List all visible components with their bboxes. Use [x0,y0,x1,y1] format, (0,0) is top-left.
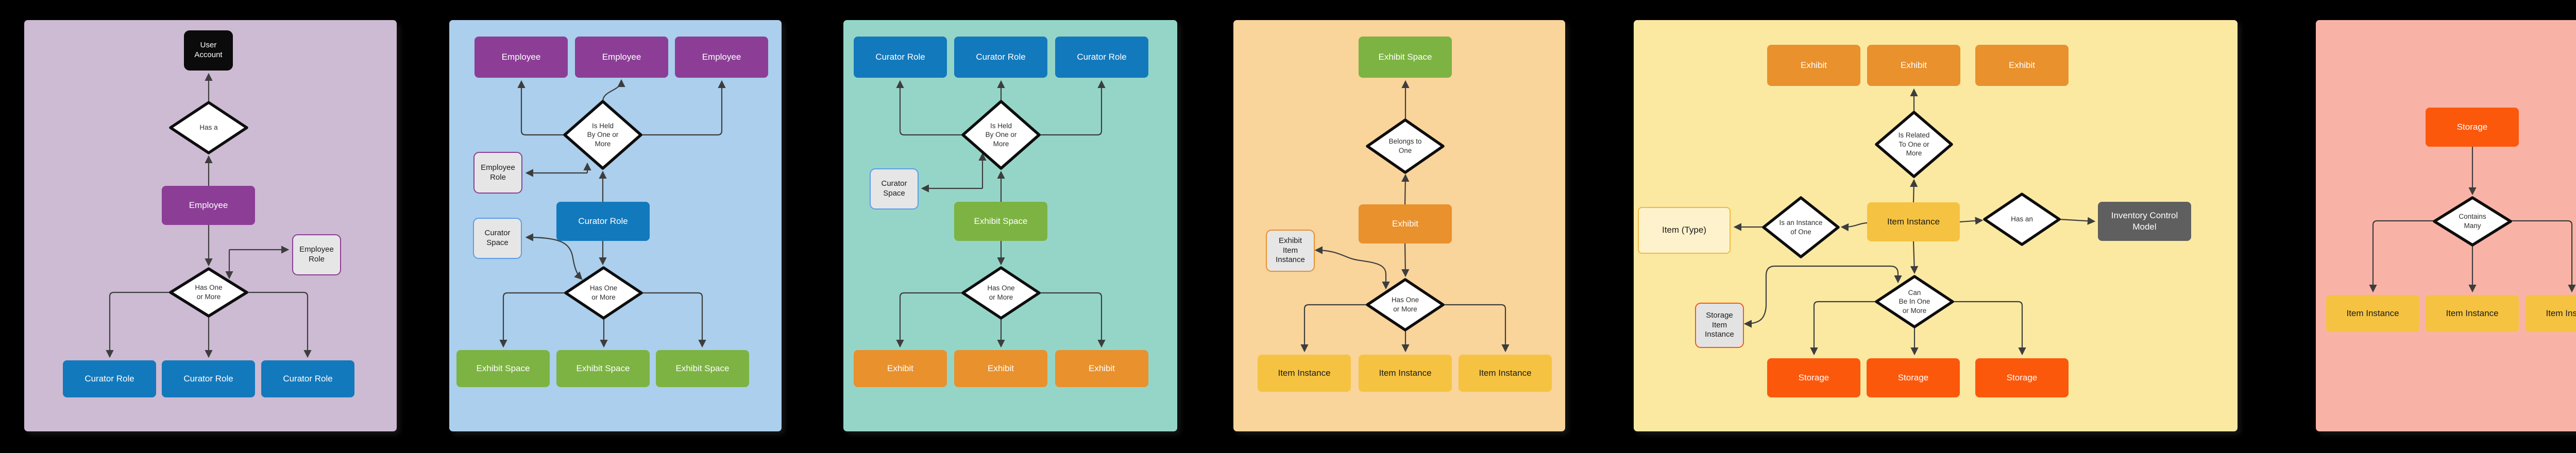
edge-branch-curator-role-3 [1039,80,1106,136]
relationship-has-a[interactable]: Has a [199,124,218,132]
node-exhibit-space[interactable]: Exhibit Space [954,202,1047,241]
node-exhibit-space[interactable]: Exhibit Space [1359,37,1452,78]
node-storage-2[interactable]: Storage [1867,358,1960,397]
edge-branch-employee-2 [602,79,625,102]
edge-branch-storage-3 [1953,301,2026,356]
node-curator-space[interactable]: Curator Space [870,168,919,210]
node-curator-role-1[interactable]: Curator Role [854,37,947,78]
node-exhibit-item-instance[interactable]: Exhibit Item Instance [1266,230,1315,272]
edge-branch-curator-role-1 [896,80,963,136]
node-exhibit-1[interactable]: Exhibit [1767,45,1860,86]
node-exhibit-space-3[interactable]: Exhibit Space [656,350,749,387]
edge-branch-exhibit-3 [1039,292,1106,348]
node-curator-role-2[interactable]: Curator Role [954,37,1047,78]
node-exhibit-3[interactable]: Exhibit [1975,45,2069,86]
edge-branch-employee-1 [517,80,565,136]
edge-item-instance-to-has-an [1959,217,1984,225]
node-storage-1[interactable]: Storage [1767,358,1860,397]
edge-branch-curator-role-1 [106,291,171,358]
node-curator-space[interactable]: Curator Space [473,218,522,259]
edge-item-instance-to-is-related [1909,179,1918,203]
node-item-type[interactable]: Item (Type) [1638,207,1731,254]
node-employee-role[interactable]: Employee Role [292,234,341,275]
node-curator-role-2[interactable]: Curator Role [162,360,255,397]
relationship-is-an-instance-of-one[interactable]: Is an Instance of One [1779,218,1823,236]
node-inventory-control-model[interactable]: Inventory Control Model [2098,202,2191,241]
node-storage-item-instance[interactable]: Storage Item Instance [1695,303,1744,348]
edge-branch-exhibit-1 [896,292,963,348]
edge-branch-exhibit-space-3 [641,292,706,348]
node-employee-3[interactable]: Employee [675,37,768,78]
node-employee-1[interactable]: Employee [474,37,568,78]
node-exhibit-space-1[interactable]: Exhibit Space [456,350,550,387]
node-exhibit-2[interactable]: Exhibit [1867,45,1960,86]
relationship-is-related-to-one-or-more[interactable]: Is Related To One or More [1898,131,1930,158]
relationship-is-held-by-one-or-more[interactable]: Is Held By One or More [587,121,619,148]
node-employee-role[interactable]: Employee Role [473,152,522,194]
node-curator-role-1[interactable]: Curator Role [63,360,156,397]
node-curator-role[interactable]: Curator Role [556,202,650,241]
edge-branch-employee-3 [641,80,726,136]
edge-branch-exhibit-space-1 [499,292,566,348]
node-exhibit-1[interactable]: Exhibit [854,350,947,387]
node-user-account[interactable]: User Account [184,30,233,71]
edge-item-instance-to-can-be [1910,241,1919,274]
relationship-has-one-or-more[interactable]: Has One or More [589,284,618,301]
node-curator-role-3[interactable]: Curator Role [261,360,354,397]
node-item-instance-1[interactable]: Item Instance [1258,355,1351,392]
node-exhibit-space-2[interactable]: Exhibit Space [556,350,650,387]
edge-branch-storage-1 [1810,301,1876,356]
node-exhibit[interactable]: Exhibit [1359,204,1452,243]
edge-branch-curator-role-3 [247,291,312,358]
relationship-belongs-to-one[interactable]: Belongs to One [1388,137,1422,154]
relationship-has-one-or-more[interactable]: Has One or More [1391,296,1419,313]
relationship-is-held-by-one-or-more[interactable]: Is Held By One or More [985,121,1017,148]
node-employee-2[interactable]: Employee [575,37,668,78]
node-item-instance-2[interactable]: Item Instance [1359,355,1452,392]
node-exhibit-2[interactable]: Exhibit [954,350,1047,387]
node-item-instance-3[interactable]: Item Instance [1459,355,1552,392]
relationship-has-an[interactable]: Has an [2011,215,2033,223]
node-storage[interactable]: Storage [2426,108,2519,147]
node-employee[interactable]: Employee [162,186,255,225]
edge-branch-item-instance-3 [2511,220,2576,293]
node-storage-3[interactable]: Storage [1975,358,2069,397]
node-item-instance[interactable]: Item Instance [1867,202,1960,241]
node-curator-role-3[interactable]: Curator Role [1055,37,1148,78]
node-item-instance-1[interactable]: Item Instance [2326,295,2419,332]
edge-has-an-to-inventory-control-model [2059,217,2096,225]
edge-item-instance-to-is-an-instance [1840,222,1868,232]
relationship-has-one-or-more[interactable]: Has One or More [195,284,223,301]
relationship-has-one-or-more[interactable]: Has One or More [987,284,1015,301]
edge-storage-item-instance-link [1743,265,1902,328]
node-item-instance-3[interactable]: Item Instance [2526,295,2576,332]
edge-branch-item-instance-1 [2369,220,2434,293]
relationship-can-be-in-one-or-more[interactable]: Can Be In One or More [1899,288,1930,315]
relationship-contains-many[interactable]: Contains Many [2459,213,2486,230]
node-exhibit-3[interactable]: Exhibit [1055,350,1148,387]
edge-branch-item-instance-3 [1443,304,1510,353]
node-item-instance-2[interactable]: Item Instance [2426,295,2519,332]
edge-branch-item-instance-1 [1300,304,1367,353]
